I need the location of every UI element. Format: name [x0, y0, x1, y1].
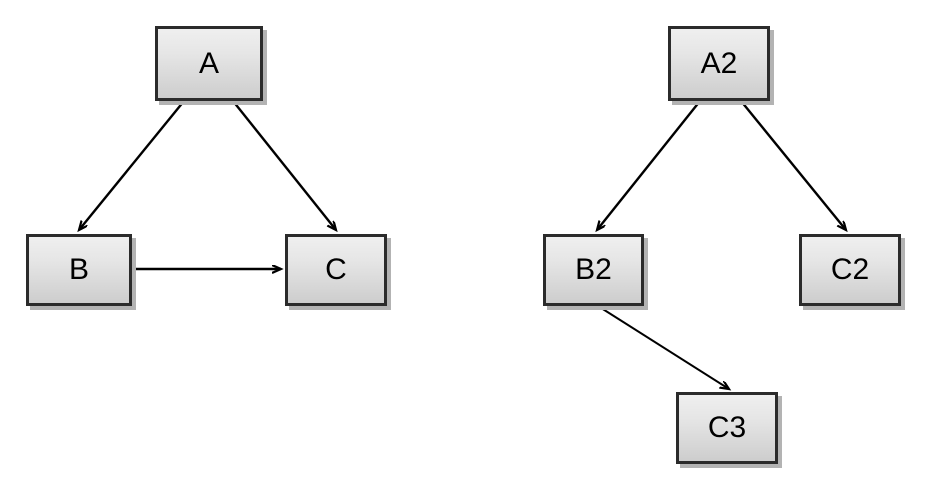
edge-b2-to-c3 [597, 305, 729, 389]
node-b2-label: B2 [575, 253, 612, 286]
node-c-label: C [325, 253, 347, 286]
node-b-label: B [68, 253, 89, 286]
node-c[interactable]: C [285, 234, 387, 306]
edge-a2-to-c2 [740, 100, 846, 230]
node-c3[interactable]: C3 [676, 392, 778, 464]
node-a[interactable]: A [155, 26, 263, 101]
node-a2-label: A2 [700, 46, 738, 80]
node-b[interactable]: B [26, 234, 132, 306]
edge-a2-to-b2 [597, 100, 701, 230]
node-a2[interactable]: A2 [668, 26, 770, 101]
edge-a-to-c [232, 100, 336, 230]
node-a-label: A [198, 46, 219, 80]
edge-a-to-b [79, 100, 185, 230]
node-c3-label: C3 [707, 411, 747, 444]
node-c2[interactable]: C2 [799, 234, 901, 306]
node-c2-label: C2 [830, 253, 870, 286]
node-b2[interactable]: B2 [543, 234, 644, 306]
